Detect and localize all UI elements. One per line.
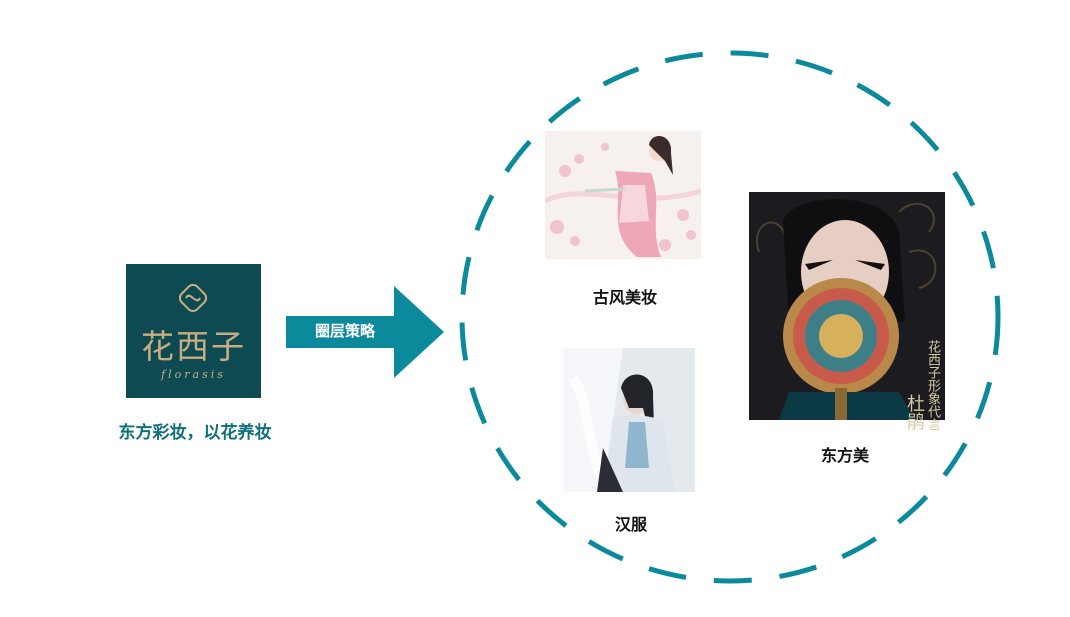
photo-caption-vertical: 花西子形象代言: [925, 340, 940, 431]
arrow-label: 圈层策略: [314, 322, 375, 340]
gufeng-image: [545, 131, 701, 259]
brand-name-cn: 花西子: [141, 327, 246, 366]
dongfang-image: [749, 192, 945, 420]
circle-boundary: [459, 50, 1001, 584]
hanfu-image: [563, 348, 695, 492]
hanfu-label: 汉服: [614, 515, 647, 534]
photo-name-vertical: 杜鹃: [904, 394, 925, 430]
brand-logo: 花西子 florasis: [126, 264, 261, 398]
gufeng-label: 古风美妆: [592, 288, 657, 307]
dongfang-label: 东方美: [820, 446, 869, 465]
logo-emblem-icon: [178, 283, 208, 313]
brand-name-en: florasis: [161, 368, 226, 381]
brand-slogan: 东方彩妆，以花养妆: [118, 423, 272, 443]
strategy-arrow: [286, 286, 444, 378]
